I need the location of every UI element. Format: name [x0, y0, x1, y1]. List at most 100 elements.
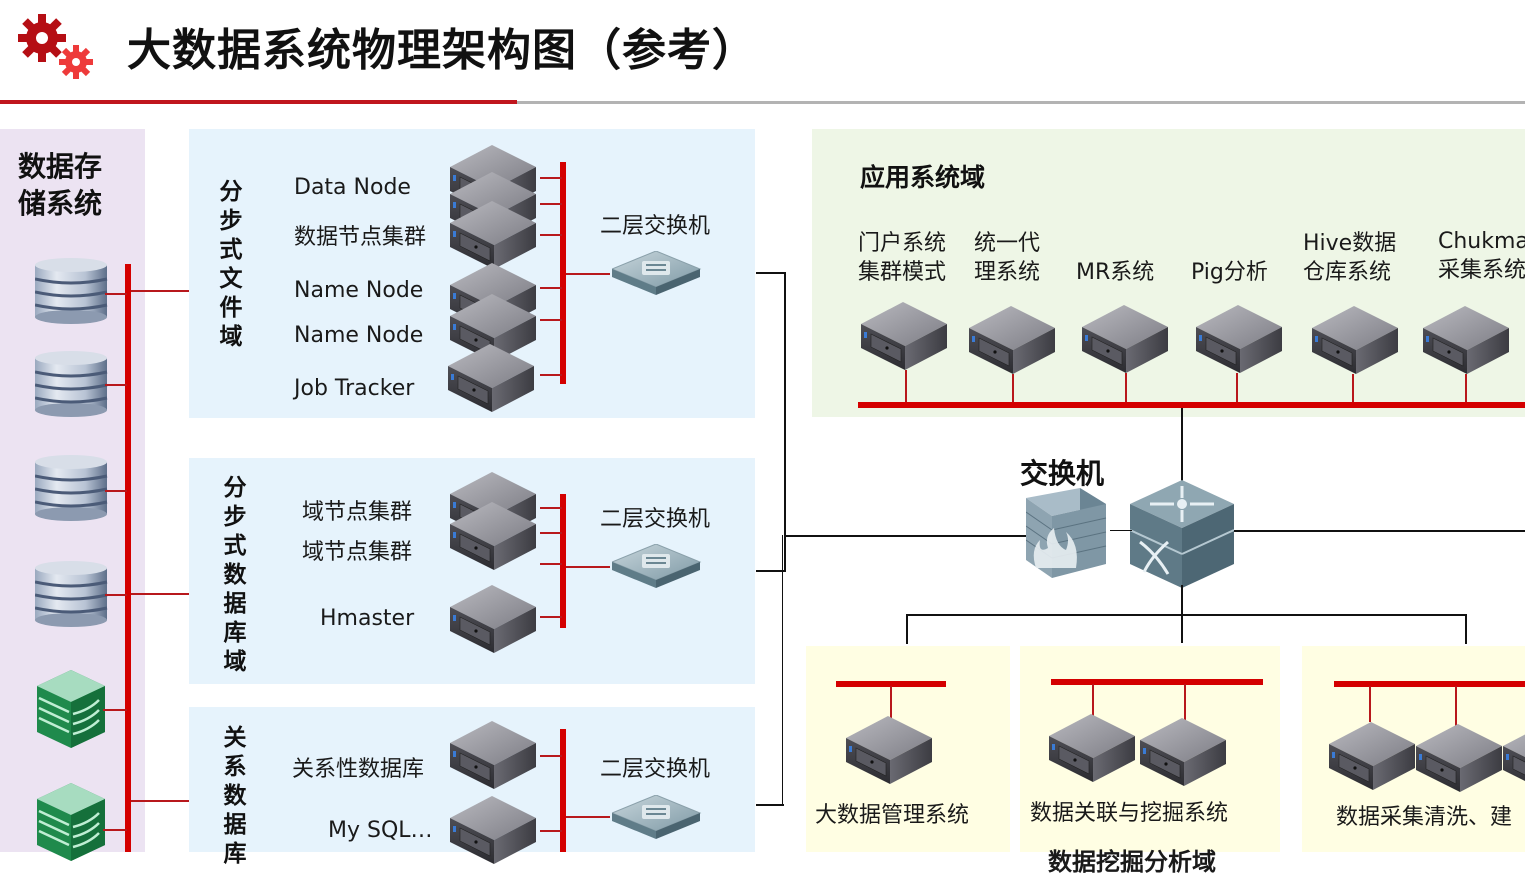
l2-switch-label: 二层交换机: [600, 757, 711, 782]
green-storage-icon: [35, 668, 107, 754]
service-label: 数据采集清洗、建: [1336, 805, 1513, 830]
server-icon: [449, 584, 538, 659]
l2-switch-icon: [611, 543, 702, 594]
app-system-label: 统一代理系统: [974, 229, 1040, 287]
label-line: Chukma: [1438, 229, 1525, 254]
title-char: 文: [219, 266, 243, 292]
title-char: 库: [223, 841, 247, 867]
trunk-line: [906, 614, 908, 644]
link: [1236, 373, 1238, 403]
link: [1184, 684, 1186, 722]
app-bus: [858, 402, 1525, 408]
link: [540, 177, 562, 179]
title-char: 域: [223, 649, 247, 675]
node-label: 关系性数据库: [292, 757, 425, 782]
service-domain-title: 数据挖掘分析域: [1048, 848, 1216, 876]
l2-switch-icon: [611, 794, 702, 845]
title-char: 域: [219, 324, 243, 350]
title-char: 分: [223, 475, 247, 501]
service-bus: [1051, 679, 1263, 685]
link-to-rdbms: [131, 800, 189, 802]
link: [540, 507, 562, 509]
trunk-line: [1181, 408, 1183, 500]
title-char: 分: [219, 179, 243, 205]
title-char: 数: [223, 783, 247, 809]
storage-title-line2: 储系统: [18, 187, 103, 220]
link: [540, 755, 562, 757]
trunk-line: [1234, 530, 1525, 532]
server-icon: [1139, 717, 1228, 792]
hbase-domain-title: 分 步 式 数 据 库 域: [220, 474, 250, 677]
link: [105, 293, 127, 295]
core-switch-label: 交换机: [1020, 457, 1105, 490]
storage-title-line1: 数据存: [18, 150, 103, 183]
link: [540, 287, 562, 289]
node-label: 域节点集群: [302, 500, 413, 525]
label-line: Hive数据: [1303, 231, 1397, 256]
link: [103, 709, 127, 711]
link: [105, 594, 127, 596]
label-line: 理系统: [974, 260, 1041, 285]
trunk-line: [756, 804, 784, 806]
server-icon: [968, 305, 1057, 380]
server-icon: [449, 795, 538, 870]
service-label: 数据关联与挖掘系统: [1030, 801, 1229, 826]
link: [566, 566, 610, 568]
trunk-line: [782, 535, 783, 805]
disk-array-icon: [33, 349, 109, 424]
link: [1012, 374, 1014, 403]
server-icon: [1502, 723, 1525, 798]
link: [540, 319, 562, 321]
node-label: Data Node: [294, 175, 411, 200]
server-icon: [449, 720, 538, 795]
title-char: 系: [223, 754, 247, 780]
link: [905, 370, 907, 403]
server-icon: [1195, 304, 1284, 379]
label-line: 集群模式: [858, 260, 947, 285]
trunk-line: [756, 272, 786, 274]
server-icon: [1048, 713, 1137, 788]
title-char: 步: [223, 504, 247, 530]
link: [1455, 686, 1457, 726]
trunk-line: [756, 570, 786, 572]
title-char: 数: [223, 562, 247, 588]
link: [103, 829, 127, 831]
link: [566, 816, 610, 818]
node-label: Job Tracker: [294, 376, 415, 401]
hbase-bus: [560, 494, 566, 628]
link: [540, 830, 562, 832]
app-system-label: Pig分析: [1191, 260, 1268, 285]
link: [105, 490, 127, 492]
label-line: 仓库系统: [1303, 260, 1392, 285]
server-icon: [1422, 305, 1511, 380]
trunk-line: [784, 272, 786, 572]
l2-switch-icon: [611, 250, 702, 301]
link: [1125, 373, 1127, 403]
l2-switch-label: 二层交换机: [600, 507, 711, 532]
app-system-label: MR系统: [1076, 260, 1155, 285]
link: [540, 203, 562, 205]
storage-title: 数据存 储系统: [18, 148, 128, 222]
link: [540, 234, 562, 236]
link: [540, 532, 562, 534]
title-rule-gray: [517, 101, 1525, 104]
title-char: 件: [219, 295, 243, 321]
page-title: 大数据系统物理架构图（参考）: [127, 25, 757, 76]
link: [540, 374, 562, 376]
link: [540, 616, 562, 618]
hdfs-bus: [560, 162, 566, 384]
label-line: 统一代: [974, 231, 1041, 256]
label-line: 采集系统: [1438, 258, 1525, 283]
server-icon: [1311, 305, 1400, 380]
server-icon: [447, 343, 536, 418]
app-system-label: 门户系统集群模式: [858, 229, 946, 287]
core-switch-icon: [1129, 480, 1235, 592]
node-label: Hmaster: [320, 606, 415, 631]
link: [890, 686, 892, 718]
label-line: 门户系统: [858, 231, 947, 256]
app-system-label: Hive数据仓库系统: [1303, 229, 1396, 287]
server-icon: [860, 301, 949, 376]
hdfs-domain-title: 分 步 式 文 件 域: [216, 178, 246, 352]
trunk-line: [906, 614, 1467, 616]
trunk-line: [1465, 614, 1467, 644]
